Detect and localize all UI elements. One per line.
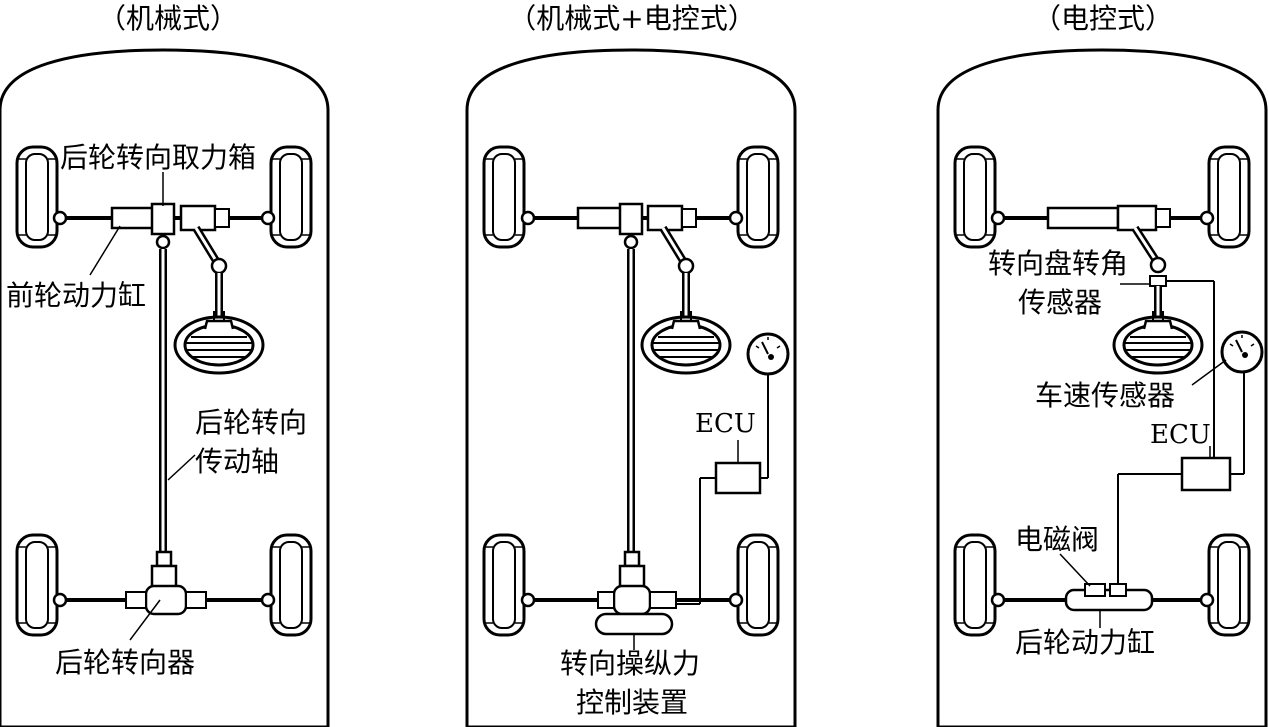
rear-steering-shaft — [155, 234, 171, 552]
rear-axle — [482, 533, 780, 637]
tire-rear-right — [1207, 533, 1251, 637]
label-transfer-box: 后轮转向取力箱 — [60, 141, 256, 174]
panel-title: （机械式） — [98, 2, 238, 35]
steering-column — [640, 225, 732, 375]
tire-rear-left — [953, 533, 997, 637]
label-control-device-line2: 控制装置 — [576, 686, 688, 719]
steering-angle-sensor — [1149, 275, 1167, 287]
rear-steering-shaft — [623, 234, 639, 552]
panel-electronic: （电控式） — [936, 2, 1268, 727]
panel-mechanical-electronic: （机械式+电控式） — [465, 2, 797, 727]
tire-rear-left — [482, 533, 526, 637]
label-rear-shaft-line2: 传动轴 — [195, 445, 279, 478]
label-steering-angle-line2: 传感器 — [1018, 286, 1102, 319]
tire-front-right — [269, 145, 313, 249]
label-rear-steering-gear: 后轮转向器 — [55, 646, 195, 679]
steering-force-control-device — [594, 612, 674, 636]
front-axle — [953, 145, 1251, 249]
tire-front-left — [482, 145, 526, 249]
steering-column — [1112, 225, 1204, 375]
label-steering-angle-line1: 转向盘转角 — [988, 247, 1128, 280]
front-axle — [15, 145, 313, 249]
panel-mechanical: （机械式） — [0, 2, 330, 727]
ecu-unit — [676, 374, 769, 605]
solenoid-valve — [1084, 583, 1106, 597]
rear-axle — [953, 533, 1251, 637]
panel-title: （机械式+电控式） — [508, 2, 755, 35]
speed-sensor-gauge — [1220, 330, 1264, 374]
label-ecu: ECU — [695, 409, 756, 439]
steering-column — [173, 225, 265, 375]
label-speed-sensor: 车速传感器 — [1035, 379, 1175, 412]
label-solenoid-valve: 电磁阀 — [1015, 523, 1099, 556]
tire-front-left — [953, 145, 997, 249]
front-axle — [482, 145, 780, 249]
label-ecu: ECU — [1150, 420, 1211, 450]
ecu-unit — [1117, 280, 1245, 588]
label-rear-power-cylinder: 后轮动力缸 — [1015, 626, 1155, 659]
tire-rear-right — [269, 533, 313, 637]
transfer-box — [150, 202, 176, 236]
label-control-device-line1: 转向操纵力 — [560, 647, 700, 680]
panel-title: （电控式） — [1033, 2, 1173, 35]
tire-rear-right — [736, 533, 780, 637]
rear-axle — [15, 533, 313, 637]
label-front-power-cylinder: 前轮动力缸 — [6, 279, 146, 312]
tire-front-left — [15, 145, 59, 249]
tire-front-right — [1207, 145, 1251, 249]
tire-front-right — [736, 145, 780, 249]
speed-sensor-gauge — [746, 332, 790, 376]
tire-rear-left — [15, 533, 59, 637]
label-rear-shaft-line1: 后轮转向 — [195, 406, 307, 439]
